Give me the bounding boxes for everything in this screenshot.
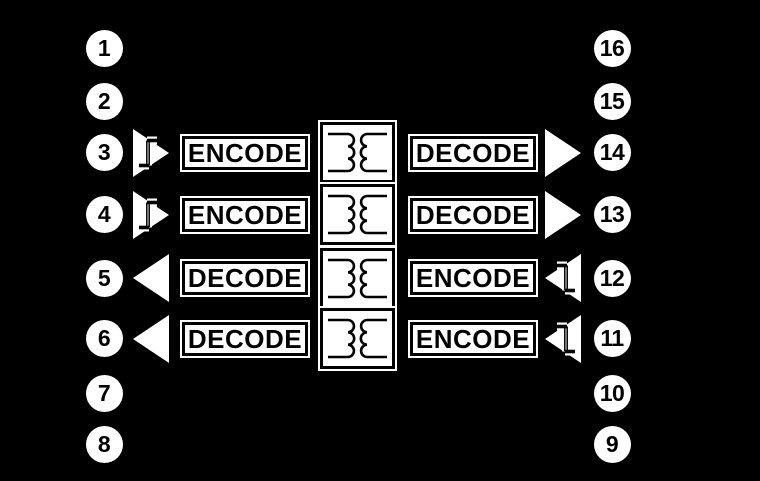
secondary-coil <box>359 194 387 235</box>
primary-coil <box>328 318 356 359</box>
pin-number-13: 13 <box>599 201 625 227</box>
buffer-triangle <box>133 314 169 363</box>
output-buffer-icon <box>133 314 169 363</box>
pin-number-2: 2 <box>97 87 111 114</box>
pin-circle-5: 5 <box>85 259 123 297</box>
block-label: DECODE <box>187 263 303 293</box>
encode-block: ENCODE <box>182 135 308 170</box>
pin-number-12: 12 <box>599 264 625 291</box>
pin-number-1: 1 <box>97 34 111 61</box>
pin-circle-2: 2 <box>85 82 123 120</box>
input-buffer-icon <box>133 190 169 239</box>
pin-number-11: 11 <box>600 325 624 351</box>
pin-circle-1: 1 <box>85 29 123 67</box>
transformer-box <box>320 308 395 369</box>
decode-block: DECODE <box>182 321 308 356</box>
secondary-coil <box>359 258 387 298</box>
buffer-triangle <box>133 254 169 302</box>
decode-block: DECODE <box>182 261 308 295</box>
pulse-edge-icon <box>557 322 575 355</box>
pin-number-7: 7 <box>97 379 111 406</box>
pin-number-5: 5 <box>97 264 111 291</box>
pin-number-4: 4 <box>97 201 111 227</box>
pin-circle-3: 3 <box>85 134 123 171</box>
output-buffer-icon <box>545 128 581 177</box>
pulse-edge-icon <box>139 198 157 231</box>
transformer-coils-icon <box>328 258 387 298</box>
pin-circle-6: 6 <box>85 320 123 357</box>
transformer-box <box>320 184 395 245</box>
pin-circle-13: 13 <box>593 196 631 233</box>
pin-number-15: 15 <box>599 87 625 114</box>
pin-circle-7: 7 <box>85 374 123 412</box>
pin-circle-4: 4 <box>85 196 123 233</box>
pin-number-3: 3 <box>97 139 111 165</box>
transformer-coils-icon <box>328 318 387 359</box>
pin-number-16: 16 <box>599 34 625 61</box>
transformer-coils-icon <box>328 194 387 235</box>
input-buffer-icon <box>545 314 581 363</box>
buffer-triangle <box>545 190 581 239</box>
pin-number-6: 6 <box>97 325 111 351</box>
secondary-coil <box>359 132 387 173</box>
pin-circle-15: 15 <box>593 82 631 120</box>
block-label: ENCODE <box>187 137 303 168</box>
pin-number-8: 8 <box>97 430 111 457</box>
decode-block: DECODE <box>410 197 536 232</box>
output-buffer-icon <box>133 254 169 302</box>
transformer-box <box>320 122 395 183</box>
encode-block: ENCODE <box>410 321 536 356</box>
buffer-triangle <box>545 128 581 177</box>
transformer-coils-icon <box>328 132 387 173</box>
pin-circle-12: 12 <box>593 259 631 297</box>
primary-coil <box>328 132 356 173</box>
input-buffer-icon <box>545 254 581 302</box>
block-label: DECODE <box>187 323 303 354</box>
block-label: ENCODE <box>187 199 303 230</box>
transformer-box <box>320 247 395 309</box>
pin-circle-9: 9 <box>593 425 631 463</box>
pin-number-10: 10 <box>599 379 625 406</box>
primary-coil <box>328 258 356 298</box>
pulse-edge-icon <box>139 136 157 169</box>
pulse-edge-icon <box>557 261 575 295</box>
pin-circle-11: 11 <box>593 320 631 357</box>
pin-circle-10: 10 <box>593 374 631 412</box>
pin-circle-8: 8 <box>85 425 123 463</box>
pin-number-14: 14 <box>599 139 625 165</box>
output-buffer-icon <box>545 190 581 239</box>
encode-block: ENCODE <box>182 197 308 232</box>
pin-circle-16: 16 <box>593 29 631 67</box>
block-label: ENCODE <box>415 263 531 293</box>
encode-block: ENCODE <box>410 261 536 295</box>
decode-block: DECODE <box>410 135 536 170</box>
block-label: DECODE <box>415 137 531 168</box>
input-buffer-icon <box>133 128 169 177</box>
pin-number-9: 9 <box>605 430 619 457</box>
block-label: ENCODE <box>415 323 531 354</box>
pin-circle-14: 14 <box>593 134 631 171</box>
secondary-coil <box>359 318 387 359</box>
block-label: DECODE <box>415 199 531 230</box>
primary-coil <box>328 194 356 235</box>
